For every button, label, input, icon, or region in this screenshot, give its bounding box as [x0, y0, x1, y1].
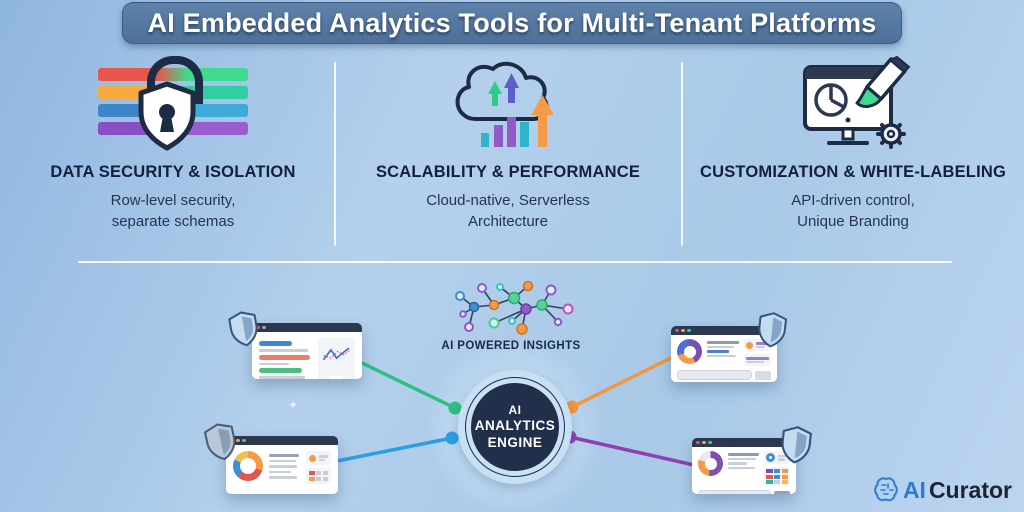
security-shield-icon: [758, 312, 787, 348]
window-titlebar: [692, 438, 796, 447]
brand-prefix: AI: [902, 476, 926, 503]
section-divider: [78, 261, 952, 263]
gear-icon: [876, 119, 906, 149]
ring-stat-box: [764, 451, 790, 464]
network-label: AI POWERED INSIGHTS: [441, 340, 581, 352]
stat-box: [743, 354, 771, 366]
cloud-growth-icon: [455, 61, 554, 147]
stat-box: [306, 451, 331, 465]
page-title: AI Embedded Analytics Tools for Multi-Te…: [147, 7, 877, 38]
feature-card-customization: CUSTOMIZATION & WHITE-LABELING API-drive…: [698, 54, 1008, 233]
feature-subtitle-scalability: Cloud-native, Serverless Architecture: [426, 192, 590, 231]
dashboard-window-bottom-right: [692, 438, 796, 494]
column-divider-2: [681, 62, 683, 246]
dashboard-window-bottom-left: [226, 436, 338, 494]
window-dot: [256, 325, 260, 330]
connector-dot-green: [448, 401, 462, 415]
shield-keyhole-icon: [138, 81, 196, 151]
feature-subtitle-customization: API-driven control, Unique Branding: [791, 192, 915, 231]
security-shield-icon: [228, 311, 258, 347]
feature-heading-scalability: SCALABILITY & PERFORMANCE: [375, 163, 641, 181]
pie-chart: [677, 339, 702, 364]
security-shield-icon: [781, 426, 812, 464]
window-titlebar: [226, 436, 338, 445]
mini-line-chart: [317, 338, 355, 379]
ai-network-graph: [455, 281, 574, 335]
security-shield-icon: [203, 423, 236, 461]
hub-core: AI ANALYTICS ENGINE: [471, 383, 559, 471]
mini-table: [764, 467, 790, 486]
feature-heading-security: DATA SECURITY & ISOLATION: [50, 163, 296, 181]
window-titlebar: [671, 326, 777, 335]
padlock-shackle: [147, 56, 203, 104]
window-titlebar: [252, 323, 362, 332]
feature-heading-customization: CUSTOMIZATION & WHITE-LABELING: [699, 163, 1007, 181]
dashboard-window-top-right: [671, 326, 777, 382]
feature-card-scalability: SCALABILITY & PERFORMANCE Cloud-native, …: [355, 54, 661, 233]
sparkle-decoration: ✦: [288, 398, 299, 412]
lock-shield-stripes-icon: [93, 56, 253, 154]
search-bar: [677, 370, 771, 380]
mini-table: [306, 468, 331, 484]
hub-ring: [465, 377, 565, 477]
ai-analytics-engine-hub: AI ANALYTICS ENGINE: [458, 370, 572, 484]
title-banner: AI Embedded Analytics Tools for Multi-Te…: [122, 2, 902, 44]
donut-chart: [233, 451, 263, 481]
dashboard-window-top-left: [252, 323, 362, 379]
brand-name: Curator: [928, 476, 1012, 503]
feature-card-security: DATA SECURITY & ISOLATION Row-level secu…: [20, 54, 326, 233]
stripe-row: [98, 68, 248, 81]
monitor-paintbrush-icon: [803, 55, 911, 149]
column-divider-1: [334, 62, 336, 246]
connector-dot-blue: [445, 431, 459, 445]
feature-subtitle-security: Row-level security, separate schemas: [110, 192, 236, 231]
search-bar: [698, 490, 790, 494]
window-dot: [262, 325, 266, 330]
brain-icon: [874, 477, 898, 502]
donut-chart: [698, 451, 723, 476]
